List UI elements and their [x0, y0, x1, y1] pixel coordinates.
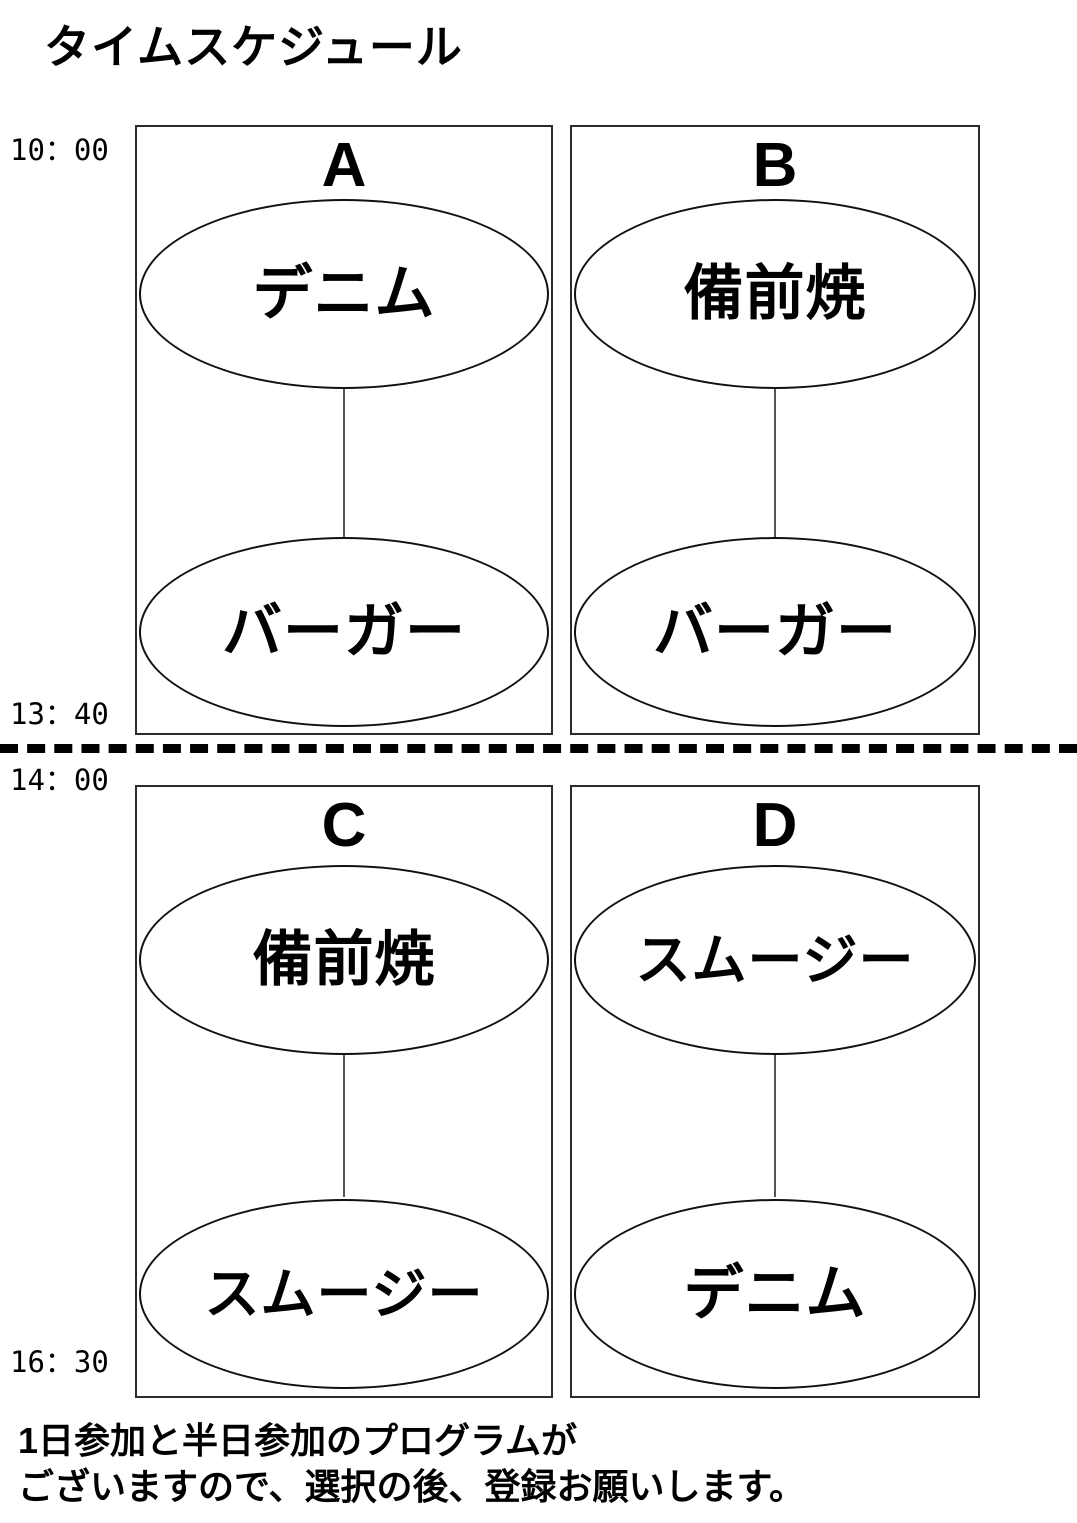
course-d-activity-2-label: デニム: [683, 1260, 867, 1327]
course-b-activity-1[interactable]: 備前焼: [574, 199, 976, 389]
time-label-morning-start: 10：00: [10, 133, 109, 167]
course-c-activity-2-label: スムージー: [204, 1262, 484, 1325]
course-letter-d: D: [752, 791, 798, 860]
course-b-activity-1-label: 備前焼: [683, 260, 867, 327]
course-d-activity-1[interactable]: スムージー: [574, 865, 976, 1055]
course-a-activity-2[interactable]: バーガー: [139, 537, 549, 727]
course-c-activity-2[interactable]: スムージー: [139, 1199, 549, 1389]
time-label-morning-end: 13：40: [10, 697, 109, 731]
course-b-activity-2[interactable]: バーガー: [574, 537, 976, 727]
course-box-c[interactable]: C 備前焼 スムージー: [135, 785, 553, 1398]
course-box-a[interactable]: A デニム バーガー: [135, 125, 553, 735]
course-a-activity-1[interactable]: デニム: [139, 199, 549, 389]
course-letter-b: B: [752, 131, 798, 200]
course-c-connector: [343, 1052, 345, 1197]
course-b-activity-2-label: バーガー: [653, 598, 897, 665]
course-d-connector: [774, 1052, 776, 1197]
course-b-connector: [774, 389, 776, 539]
course-letter-a: A: [321, 131, 367, 200]
time-label-afternoon-start: 14：00: [10, 763, 109, 797]
page-title: タイムスケジュール: [44, 21, 463, 73]
course-letter-c: C: [321, 791, 367, 860]
course-c-activity-1-label: 備前焼: [252, 926, 436, 993]
course-d-activity-1-label: スムージー: [635, 928, 915, 991]
course-c-activity-1[interactable]: 備前焼: [139, 865, 549, 1055]
course-d-activity-2[interactable]: デニム: [574, 1199, 976, 1389]
footer-note: 1日参加と半日参加のプログラムが ございますので、選択の後、登録お願いします。: [18, 1420, 805, 1508]
course-box-b[interactable]: B 備前焼 バーガー: [570, 125, 980, 735]
course-a-connector: [343, 389, 345, 539]
time-label-afternoon-end: 16：30: [10, 1345, 109, 1379]
session-divider: [0, 744, 1077, 753]
course-a-activity-1-label: デニム: [252, 260, 436, 327]
course-a-activity-2-label: バーガー: [222, 598, 466, 665]
course-box-d[interactable]: D スムージー デニム: [570, 785, 980, 1398]
